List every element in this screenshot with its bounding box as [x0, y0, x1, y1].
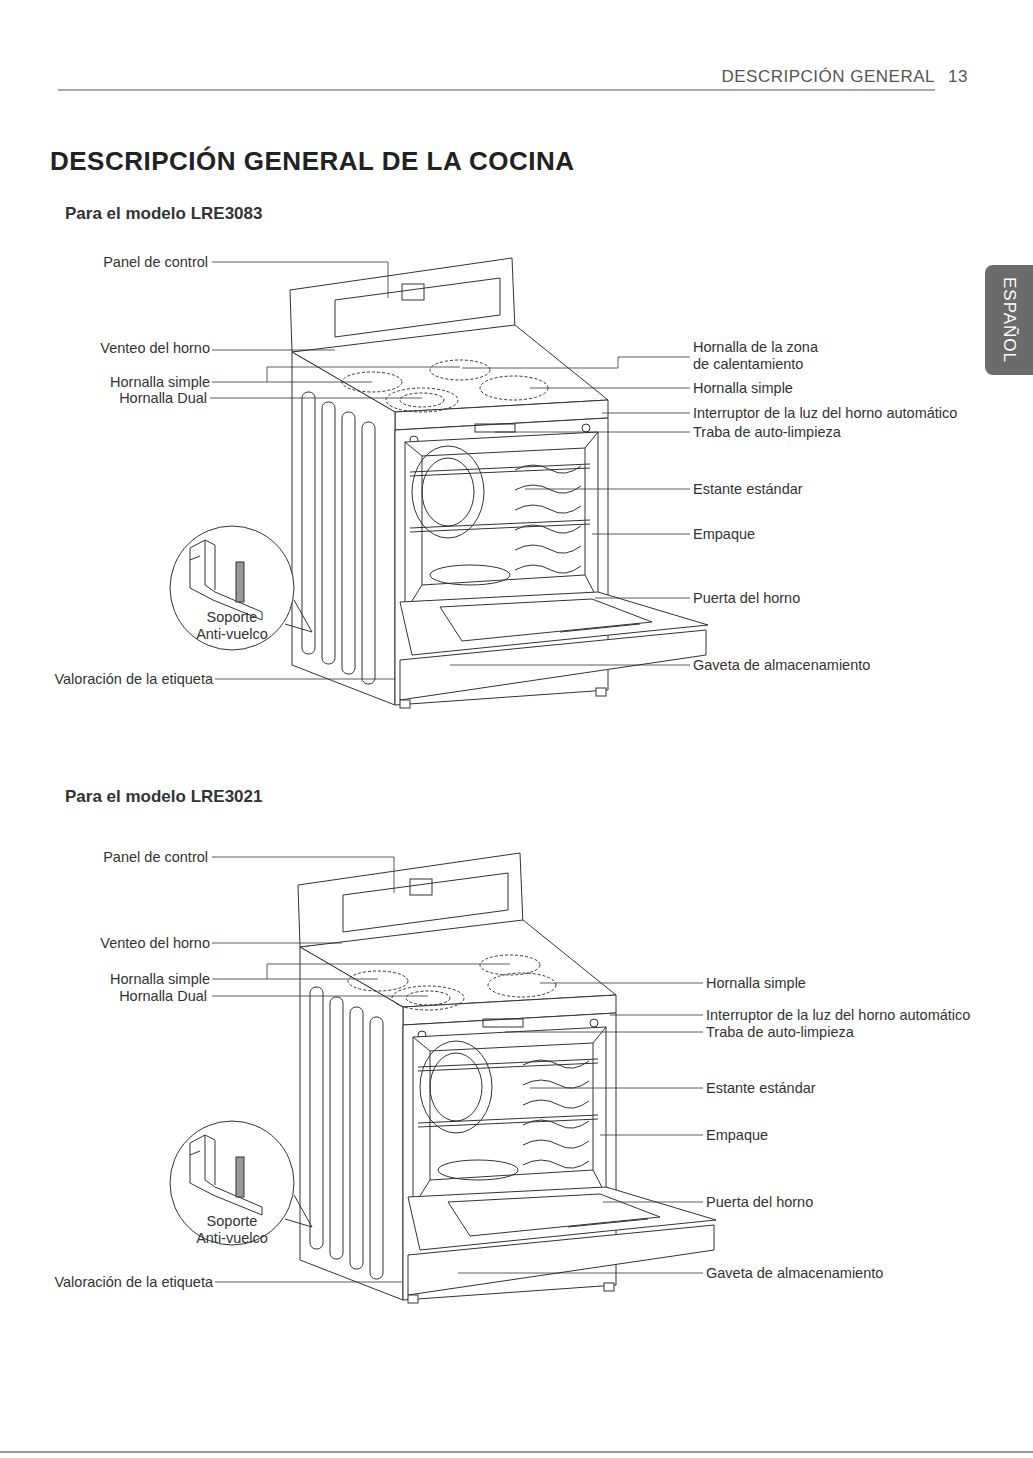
- part-label: Hornalla de la zona de calentamiento: [693, 339, 828, 373]
- part-label: Panel de control: [8, 849, 208, 866]
- running-header: DESCRIPCIÓN GENERAL: [635, 68, 935, 85]
- part-label: Puerta del horno: [706, 1194, 1006, 1211]
- part-label: Hornalla simple: [10, 971, 210, 988]
- part-label: Traba de auto-limpieza: [706, 1024, 1006, 1041]
- part-label: Gaveta de almacenamiento: [706, 1265, 1006, 1282]
- section-heading: Para el modelo LRE3083: [65, 205, 465, 222]
- tab-text: ESPAÑOL: [999, 277, 1019, 363]
- part-label: Estante estándar: [693, 481, 993, 498]
- part-label: Interruptor de la luz del horno automáti…: [706, 1007, 1026, 1024]
- part-label: Gaveta de almacenamiento: [693, 657, 993, 674]
- part-label: Venteo del horno: [10, 935, 210, 952]
- part-label: Traba de auto-limpieza: [693, 424, 993, 441]
- language-tab: ESPAÑOL: [985, 265, 1033, 375]
- part-label: Interruptor de la luz del horno automáti…: [693, 405, 1013, 422]
- part-label: Soporte Anti-vuelco: [192, 1213, 272, 1247]
- part-label: Soporte Anti-vuelco: [192, 609, 272, 643]
- part-label: Puerta del horno: [693, 590, 993, 607]
- part-label: Empaque: [706, 1127, 1006, 1144]
- page-title: DESCRIPCIÓN GENERAL DE LA COCINA: [50, 146, 575, 177]
- part-label: Estante estándar: [706, 1080, 1006, 1097]
- part-label: Valoración de la etiqueta: [3, 671, 213, 688]
- part-label: Valoración de la etiqueta: [3, 1274, 213, 1291]
- part-label: Empaque: [693, 526, 993, 543]
- part-label: Hornalla Dual: [7, 988, 207, 1005]
- part-label: Panel de control: [8, 254, 208, 271]
- part-label: Hornalla simple: [706, 975, 1006, 992]
- section-heading: Para el modelo LRE3021: [65, 788, 465, 805]
- part-label: Hornalla Dual: [7, 390, 207, 407]
- part-label: Hornalla simple: [693, 380, 993, 397]
- part-label: Hornalla simple: [10, 374, 210, 391]
- part-label: Venteo del horno: [10, 340, 210, 357]
- running-header: 13: [948, 68, 988, 85]
